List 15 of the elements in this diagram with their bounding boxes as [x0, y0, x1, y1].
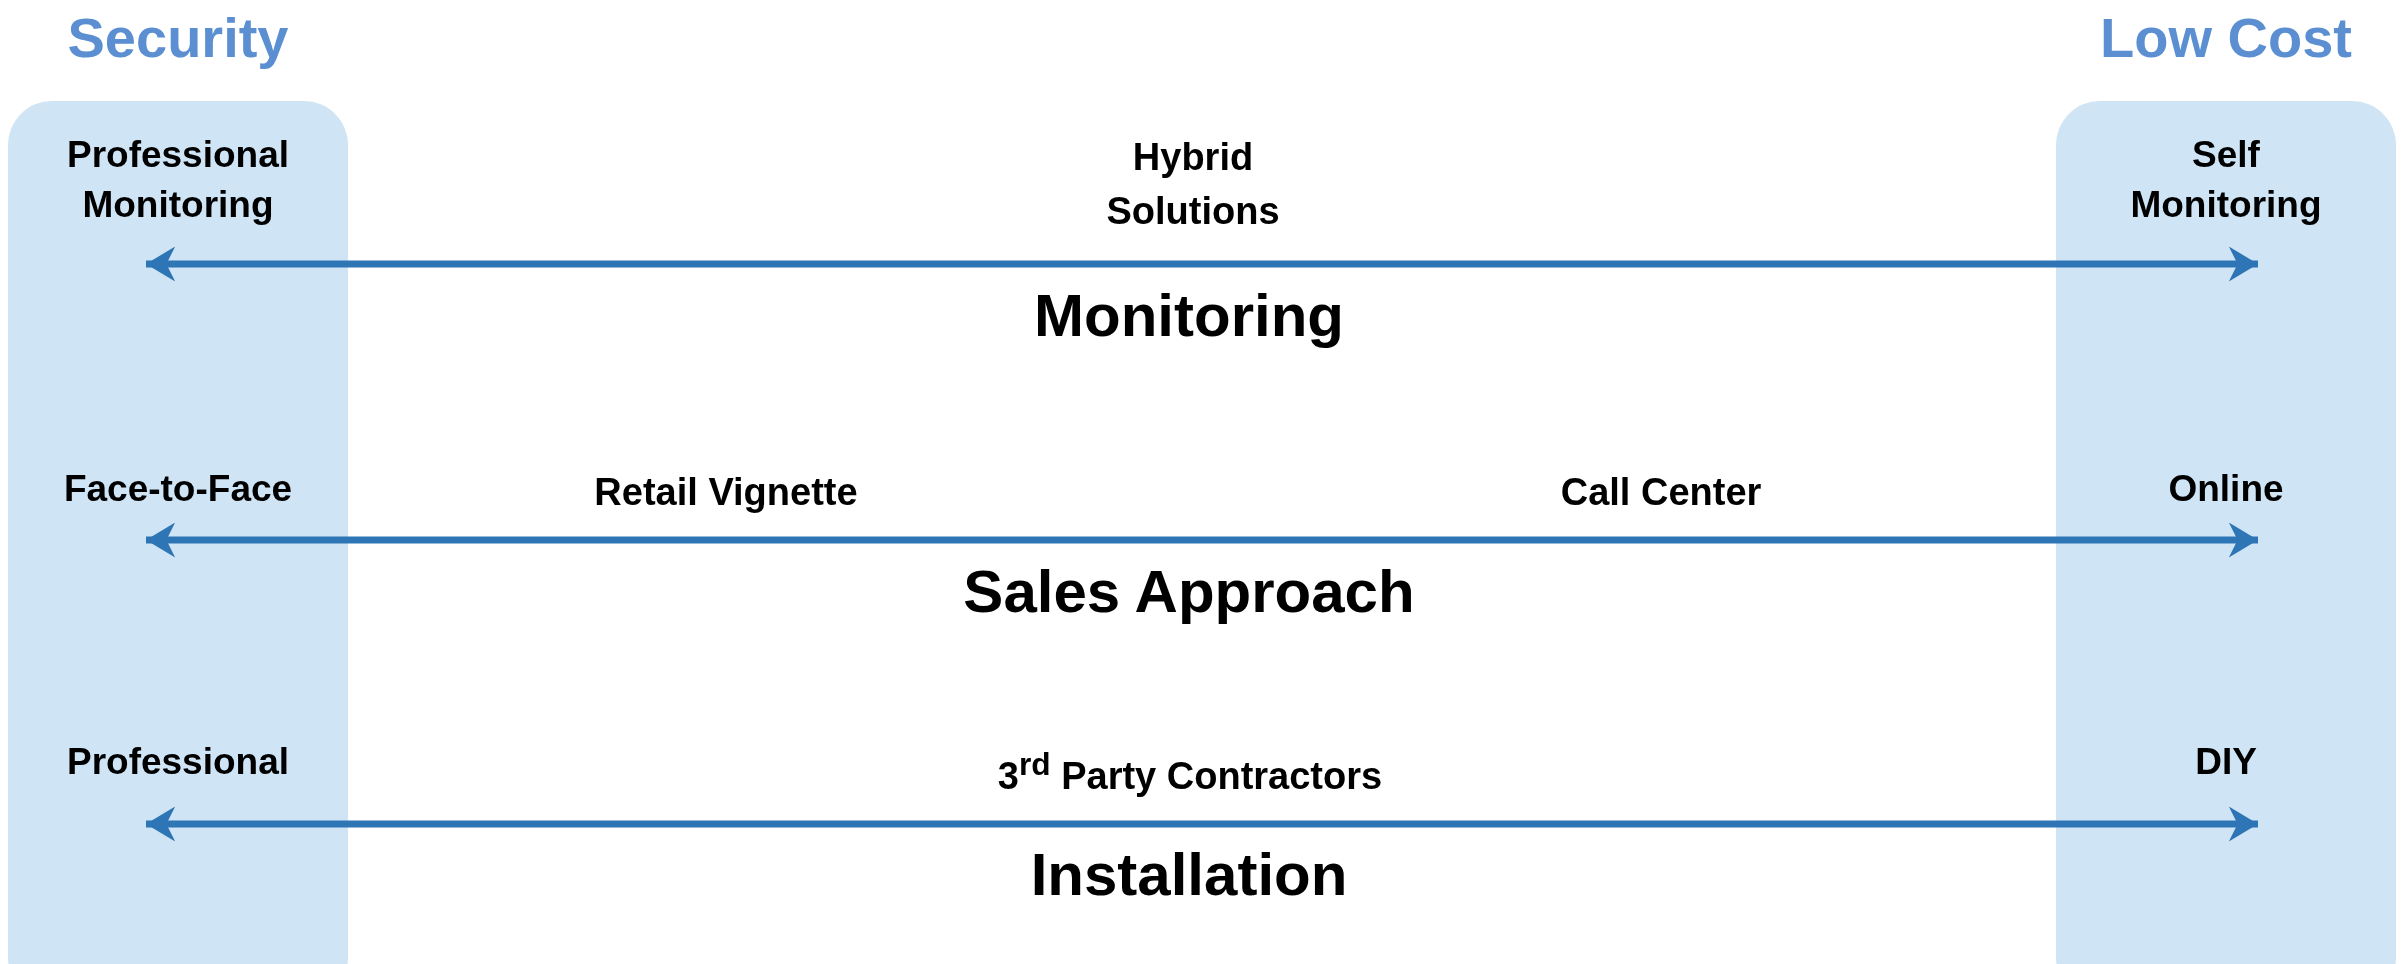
endpoint-label: Face-to-Face	[28, 464, 328, 514]
endpoint-label: Self Monitoring	[2126, 130, 2326, 230]
spectrum-point-label: Call Center	[1559, 470, 1763, 515]
spectrum-point-label: Hybrid Solutions	[1105, 135, 1281, 234]
column-heading: Security	[66, 6, 290, 70]
endpoint-label: Professional	[28, 737, 328, 787]
spectrum-point-label: 3$^{rd}$ Party Contractors	[996, 745, 1384, 799]
double-arrow	[146, 246, 2258, 282]
endpoint-label: DIY	[2076, 737, 2376, 787]
double-arrow	[146, 806, 2258, 842]
endpoint-label: Online	[2076, 464, 2376, 514]
double-arrow	[146, 522, 2258, 558]
column-heading: Low Cost	[2099, 6, 2353, 70]
endpoint-label: Professional Monitoring	[63, 130, 293, 230]
spectrum-point-label: Retail Vignette	[593, 470, 859, 515]
